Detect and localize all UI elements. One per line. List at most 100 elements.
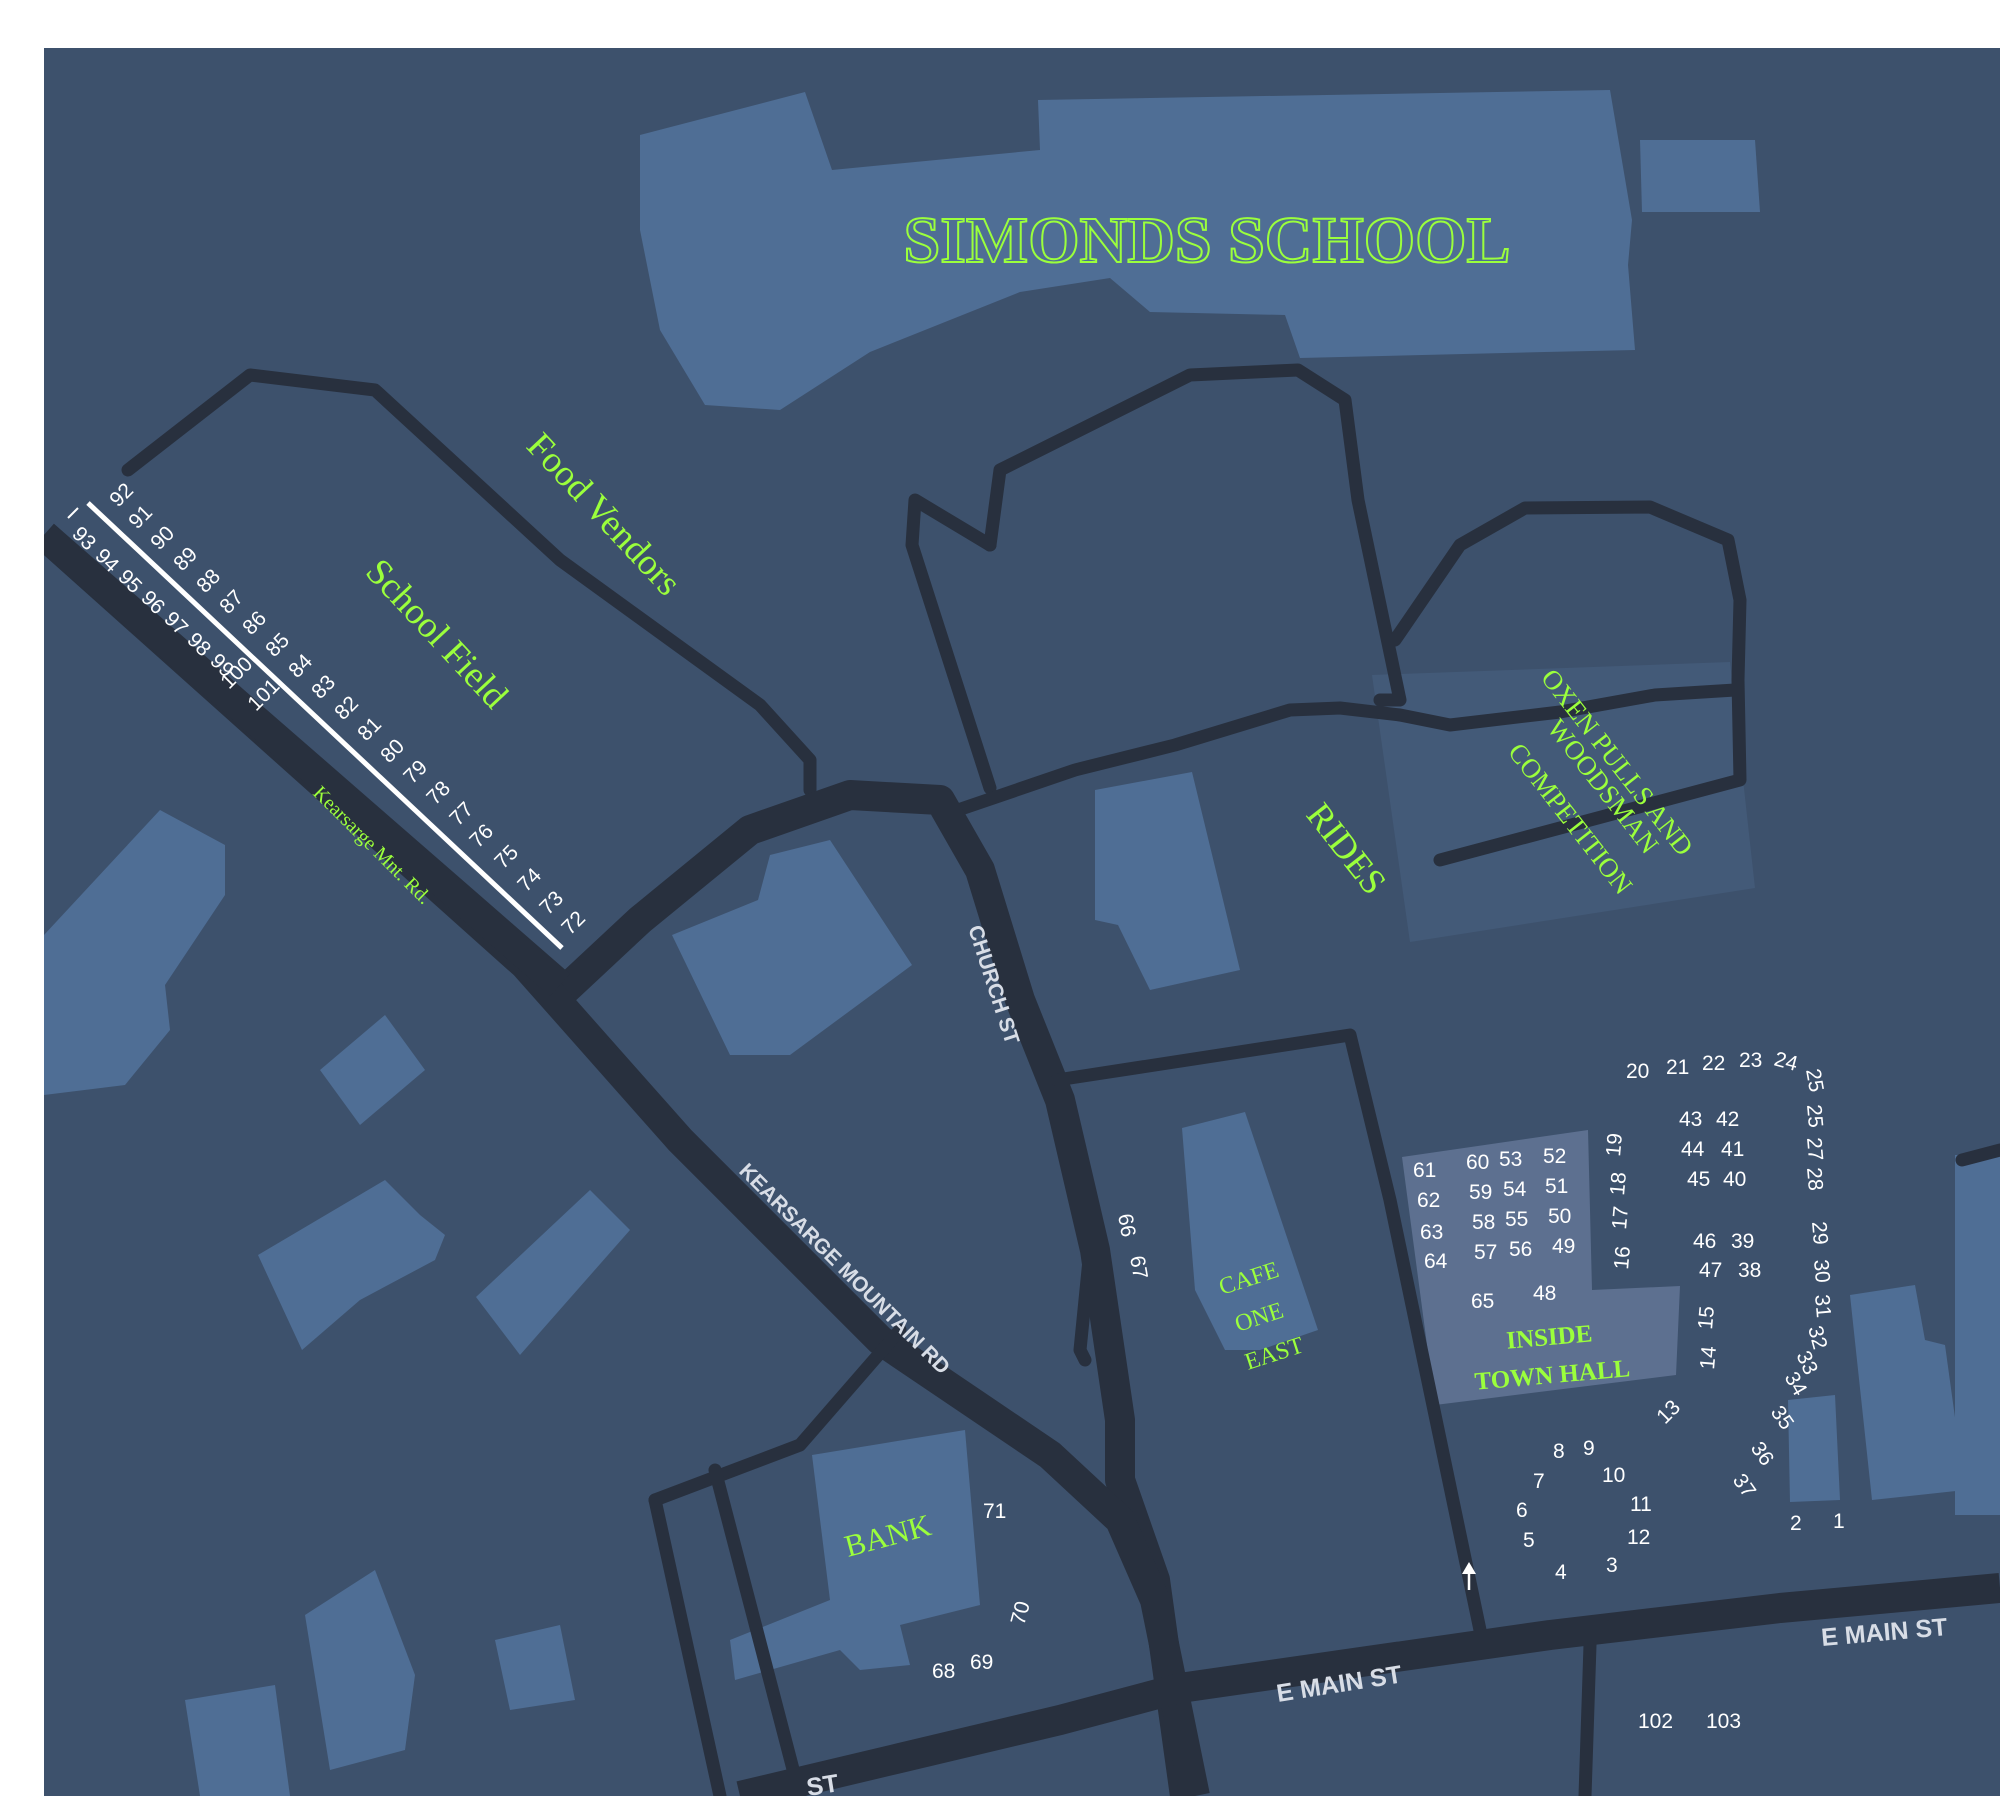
booth-line-tick [67,507,79,519]
booth-50: 50 [1548,1205,1571,1228]
building-southwest-2 [495,1625,575,1710]
booth-27: 27 [1802,1136,1827,1161]
booth-54: 54 [1503,1178,1527,1201]
booth-4: 4 [1555,1561,1567,1584]
booth-46: 46 [1693,1230,1716,1253]
booth-25a: 25 [1801,1067,1828,1094]
cafe-one-east-building [1182,1112,1318,1350]
booth-59: 59 [1469,1181,1492,1204]
main-st-partial-label: ST [805,1769,841,1796]
booth-1: 1 [1833,1510,1845,1533]
booth-22: 22 [1702,1052,1725,1075]
school-drive-loop [983,363,1407,707]
oxen-area [1372,662,1755,942]
booth-57: 57 [1474,1241,1497,1264]
booth-48: 48 [1533,1282,1556,1305]
booth-38: 38 [1738,1259,1761,1282]
school-drive-cross [951,683,1742,817]
up-arrow-icon [1462,1562,1476,1590]
bank-drive-mid [708,1463,807,1796]
bank-drive-north [648,1323,907,1507]
oxen-loop-road [1388,500,1747,867]
booth-42: 42 [1716,1108,1739,1131]
simonds-school-annex [1640,140,1760,212]
roads [44,363,2000,1796]
booth-10: 10 [1602,1464,1625,1487]
booth-29: 29 [1807,1220,1832,1245]
building-center-1 [672,840,912,1055]
booth-14: 14 [1696,1345,1721,1371]
booth-19: 19 [1602,1132,1627,1157]
building-west-2 [320,1015,425,1125]
bank-drive-west [648,1493,727,1796]
booth-41: 41 [1721,1138,1744,1161]
booth-51: 51 [1545,1175,1568,1198]
booth-43: 43 [1679,1108,1702,1131]
booth-58: 58 [1472,1211,1495,1234]
booth-39: 39 [1731,1230,1754,1253]
building-west-3 [258,1180,445,1350]
building-east-1 [1850,1285,1965,1500]
booth-3: 3 [1606,1554,1618,1577]
booth-102: 102 [1638,1710,1673,1733]
booth-61: 61 [1413,1159,1436,1182]
booth-103: 103 [1706,1710,1741,1733]
town-hall-building [1402,1130,1680,1405]
booth-11: 11 [1630,1493,1652,1516]
booth-6: 6 [1516,1499,1528,1522]
church-st-road [554,780,1200,1796]
booth-71: 71 [983,1500,1006,1523]
south-road [1578,1638,1597,1796]
booth-44: 44 [1681,1138,1705,1161]
booth-7: 7 [1533,1470,1545,1493]
booth-56: 56 [1509,1238,1532,1261]
booth-40: 40 [1723,1168,1746,1191]
booth-18: 18 [1606,1171,1631,1196]
booth-45: 45 [1687,1168,1710,1191]
booth-55: 55 [1505,1208,1528,1231]
booth-60: 60 [1466,1151,1489,1174]
booth-65: 65 [1471,1290,1494,1313]
town-hall-drive [1050,1028,1487,1637]
simonds-school-building [640,90,1635,410]
booth-15: 15 [1694,1305,1719,1330]
booth-66: 66 [1113,1212,1140,1239]
booth-64: 64 [1424,1250,1448,1273]
building-southwest-3 [185,1685,290,1796]
map-background [44,48,2000,1796]
kearsarge-mnt-rd-upper [44,523,570,997]
building-west-4 [476,1190,630,1355]
e-main-st-road [736,1573,2000,1796]
booth-49: 49 [1552,1235,1575,1258]
simonds-school-label: SIMONDS SCHOOL [904,204,1511,277]
booth-16: 16 [1610,1245,1635,1270]
booth-21: 21 [1666,1056,1689,1079]
booth-20: 20 [1626,1060,1649,1083]
booth-30: 30 [1809,1258,1834,1283]
booth-67: 67 [1125,1254,1152,1281]
booth-31: 31 [1810,1293,1835,1318]
booth-8: 8 [1553,1440,1565,1463]
school-field-loop-road [121,368,817,797]
bank-building [730,1430,980,1680]
school-field-booth-line [86,501,564,950]
building-east-2 [1788,1395,1840,1502]
booth-12: 12 [1627,1526,1650,1549]
school-drive-west [905,493,997,795]
booth-2: 2 [1790,1512,1802,1535]
booth-47: 47 [1699,1259,1722,1282]
booth-5: 5 [1523,1529,1535,1552]
booth-63: 63 [1420,1221,1443,1244]
building-east-edge [1955,1155,2000,1515]
building-southwest-1 [305,1570,415,1770]
booth-53: 53 [1499,1148,1522,1171]
booth-69: 69 [970,1651,993,1674]
booth-23: 23 [1739,1049,1762,1072]
booth-68: 68 [932,1660,955,1683]
booth-9: 9 [1583,1437,1595,1460]
booth-52: 52 [1543,1145,1566,1168]
building-west-1 [44,810,225,1095]
east-side-road [1955,1143,2000,1167]
